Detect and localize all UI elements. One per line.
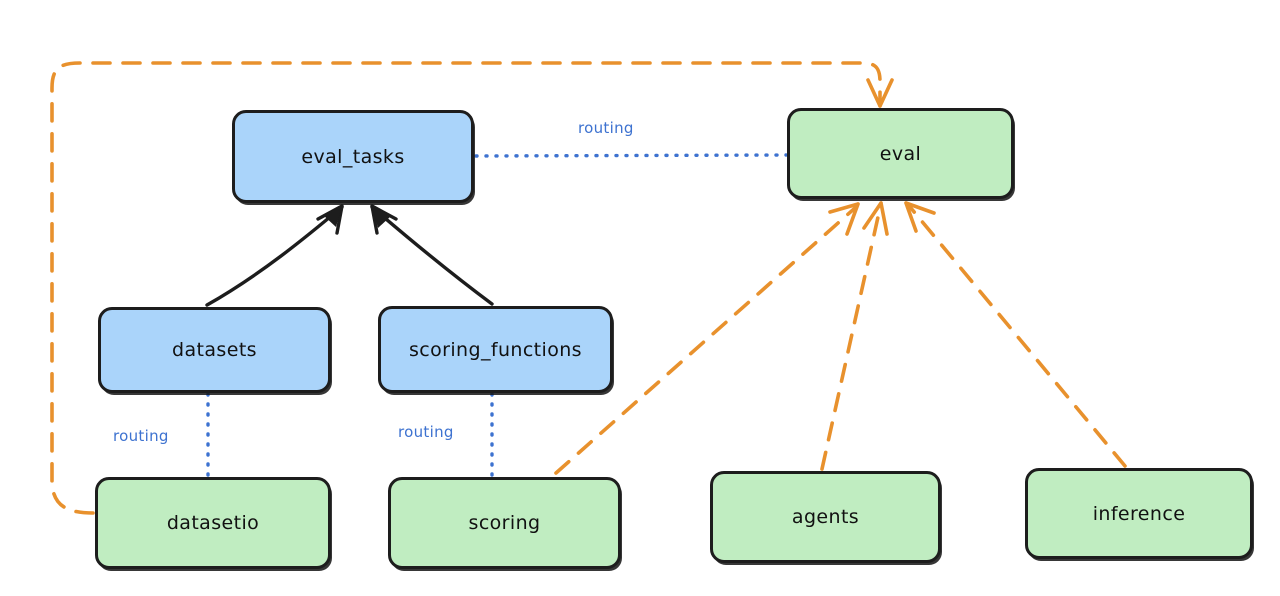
node-label-eval: eval xyxy=(879,142,922,165)
node-label-scoring-functions: scoring_functions xyxy=(409,338,582,361)
node-label-eval-tasks: eval_tasks xyxy=(301,145,405,168)
edge-label-routing-scoring-functions-scoring: routing xyxy=(398,423,454,441)
edge-scoring-functions-to-eval-tasks xyxy=(370,204,494,306)
edge-datasetio-to-eval xyxy=(50,61,894,515)
edge-agents-to-eval xyxy=(820,201,889,471)
node-eval-tasks[interactable]: eval_tasks xyxy=(232,110,474,203)
edge-label-routing-datasets-datasetio: routing xyxy=(113,427,169,445)
node-eval[interactable]: eval xyxy=(787,108,1014,199)
node-datasetio[interactable]: datasetio xyxy=(95,477,331,569)
edge-scoring-to-eval xyxy=(554,202,860,475)
node-label-scoring: scoring xyxy=(468,512,541,534)
node-inference[interactable]: inference xyxy=(1025,468,1253,559)
node-agents[interactable]: agents xyxy=(710,471,941,563)
node-scoring-functions[interactable]: scoring_functions xyxy=(378,306,613,393)
edge-inference-to-eval xyxy=(904,201,1127,468)
node-label-agents: agents xyxy=(791,506,860,528)
edge-label-routing-eval-tasks-eval: routing xyxy=(578,119,634,137)
node-label-datasets: datasets xyxy=(172,339,257,361)
node-label-datasetio: datasetio xyxy=(166,512,260,534)
node-label-inference: inference xyxy=(1092,502,1186,525)
edge-eval-tasks-to-eval xyxy=(474,153,788,158)
edge-datasets-to-eval-tasks xyxy=(205,204,344,307)
node-scoring[interactable]: scoring xyxy=(388,477,621,569)
node-datasets[interactable]: datasets xyxy=(98,307,331,393)
